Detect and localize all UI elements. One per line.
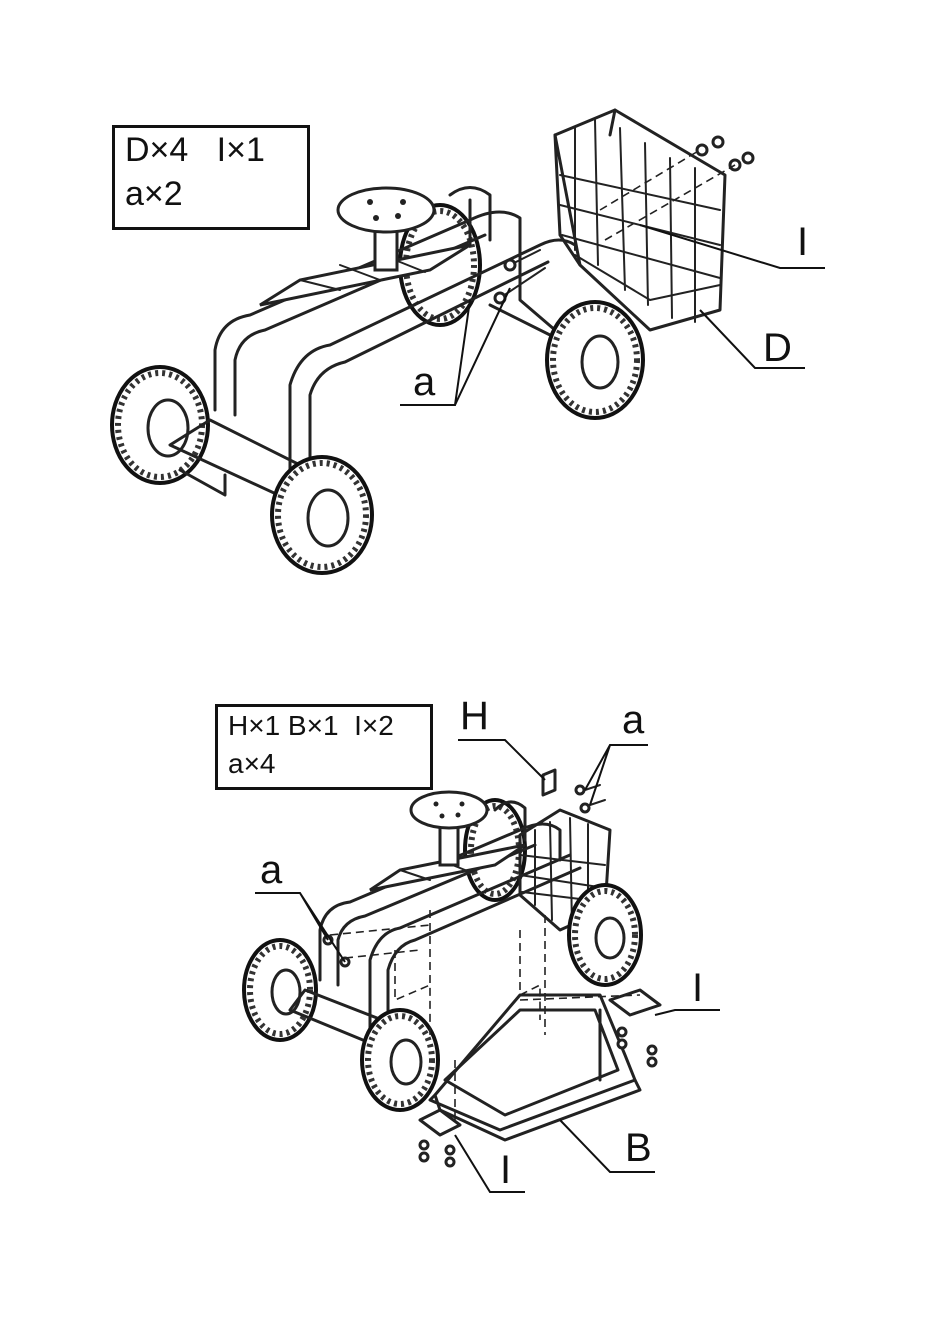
parts-list-box: H×1 B×1 I×2 a×4: [215, 704, 433, 790]
leader-a-right: [585, 745, 648, 805]
assembly-step-2: H×1 B×1 I×2 a×4 H a a I B I: [0, 640, 932, 1323]
parts-line-1: D×4 I×1: [115, 128, 307, 172]
callout-H: H: [460, 696, 489, 736]
parts-list-box: D×4 I×1 a×2: [112, 125, 310, 230]
seat-post: [440, 825, 458, 865]
leader-I-bottom: [455, 1135, 525, 1192]
tray-B: [430, 995, 640, 1140]
front-right-wheel: [569, 885, 641, 985]
callout-I: I: [797, 222, 808, 262]
callout-B: B: [625, 1128, 652, 1168]
callout-D: D: [763, 328, 792, 368]
bracket-right: [610, 990, 660, 1066]
callout-a-left: a: [260, 850, 282, 890]
assembly-step-1: D×4 I×1 a×2 a I D: [0, 0, 932, 640]
cart-basket-illustration: [0, 0, 932, 640]
parts-line-2: a×4: [218, 745, 430, 783]
front-right-wheel: [547, 302, 643, 418]
callout-a: a: [413, 362, 435, 402]
seat-top: [411, 792, 487, 828]
front-left-wheel: [362, 1010, 438, 1110]
leader-I-right: [655, 1010, 720, 1015]
leader-H: [458, 740, 545, 780]
rear-left-wheel: [112, 367, 208, 483]
bracket-bottom: [420, 1110, 460, 1166]
seat-top: [338, 188, 434, 232]
parts-line-2: a×2: [115, 172, 307, 216]
callout-I-bottom: I: [500, 1150, 511, 1190]
callout-I-right: I: [692, 968, 703, 1008]
callout-a-right: a: [622, 700, 644, 740]
parts-line-1: H×1 B×1 I×2: [218, 707, 430, 745]
front-left-wheel: [272, 457, 372, 573]
cart-tray-illustration: [0, 640, 932, 1323]
